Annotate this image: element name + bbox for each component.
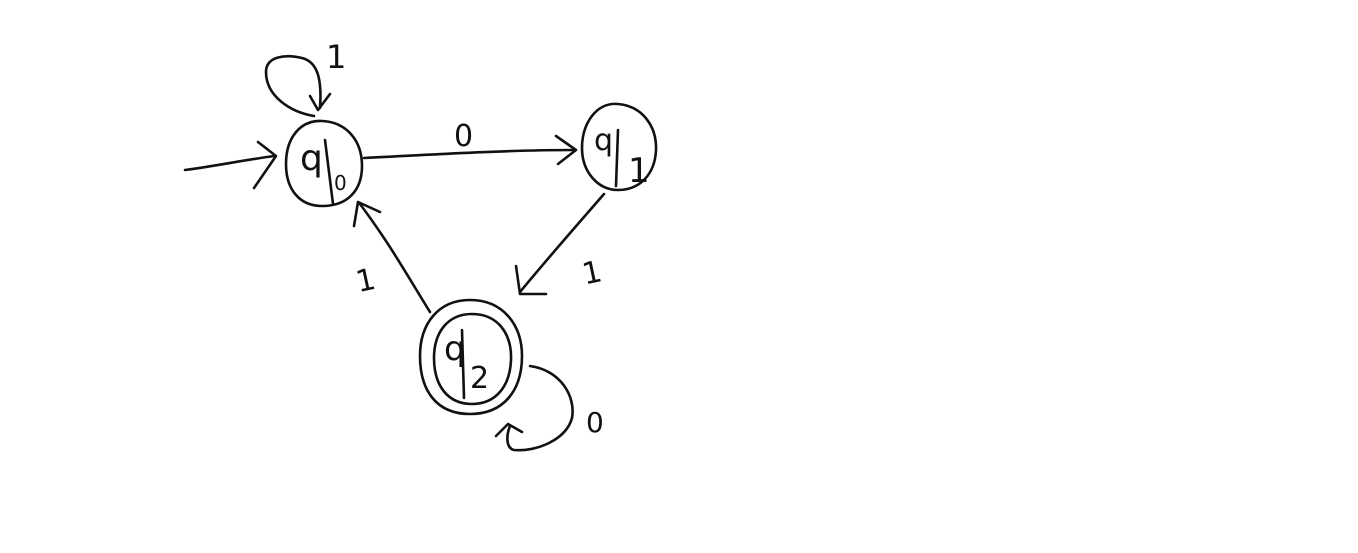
state-q0-circle [284,119,364,208]
state-q2-inner-circle [432,312,513,406]
state-q1-subscript: 1 [628,151,650,191]
state-q1-symbol: q [594,123,613,158]
transition-q0-q1: 0 [362,119,578,166]
label-q2-q0: 1 [353,262,379,300]
state-q0[interactable]: q 0 [284,119,364,208]
transition-q0-q0: 1 [264,38,346,118]
label-q0-q1: 0 [454,119,473,154]
label-q0-q0: 1 [326,38,346,76]
state-q2[interactable]: q 2 [418,298,524,416]
transition-q2-q2: 0 [494,364,604,452]
state-q2-symbol: q [444,329,466,369]
state-q2-outer-circle [418,298,524,416]
state-q0-subscript: 0 [334,171,347,195]
label-q1-q2: 1 [579,254,605,292]
state-q1-circle [580,102,658,192]
state-q1[interactable]: q 1 [580,102,658,192]
transition-q2-q0: 1 [352,200,432,314]
state-q2-subscript: 2 [470,361,489,396]
label-q2-q2: 0 [586,406,604,439]
state-q0-symbol: q [300,138,323,179]
transition-q1-q2: 1 [514,192,606,296]
start-arrow [183,140,278,190]
